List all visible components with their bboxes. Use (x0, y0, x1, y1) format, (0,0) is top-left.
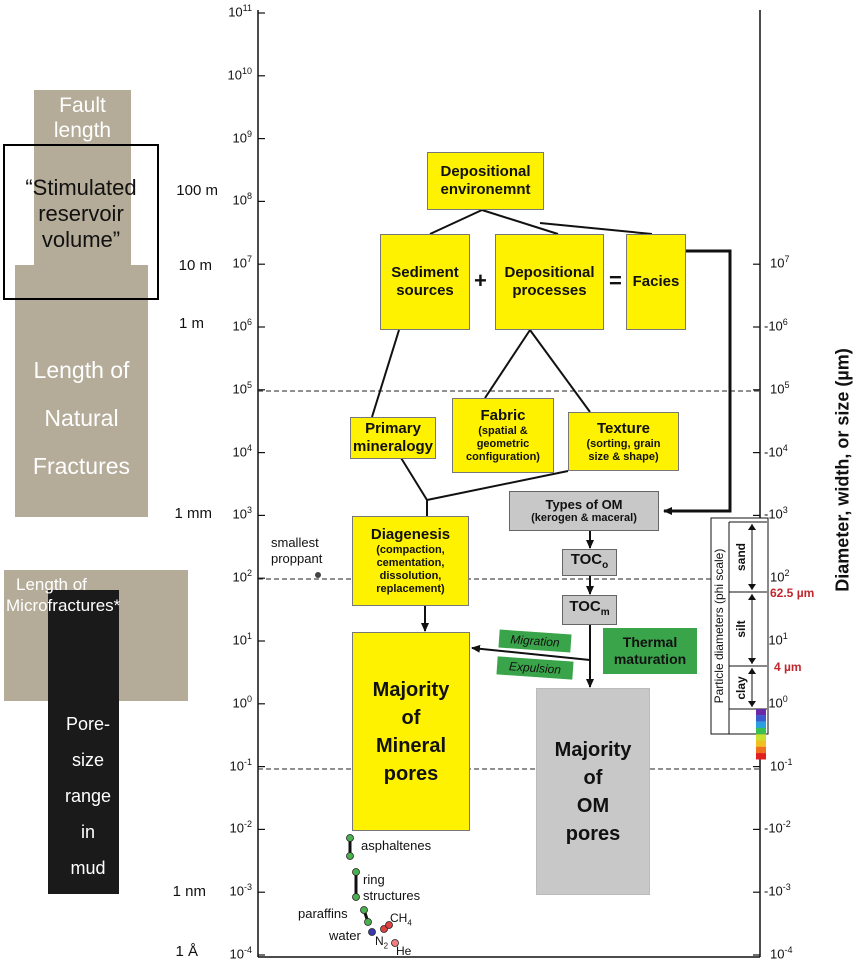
spectrum-swatch (756, 727, 766, 735)
scale-1angstrom: 1 Å (175, 943, 198, 960)
ch4-dot-1 (380, 925, 388, 933)
left-tick-label: 109 (232, 128, 252, 145)
left-tick-label: 100 (232, 693, 252, 711)
right-tick-label: 105 (770, 379, 790, 397)
ch4-dot-2 (385, 921, 393, 929)
proppant-dot (315, 572, 321, 578)
right-axis-label: Diameter, width, or size (µm) (832, 348, 853, 592)
facies-box: Facies (626, 234, 686, 330)
paraffins-label: paraffins (298, 906, 348, 921)
ch4-label: CH4 (390, 911, 412, 928)
toc-m-box: TOCm (562, 595, 617, 625)
scale-1mm: 1 mm (174, 505, 213, 522)
scale-1nm: 1 nm (172, 883, 206, 900)
particle-scale-frame (710, 517, 769, 735)
right-tick-label: -100 (764, 693, 788, 711)
left-tick-label: 105 (232, 379, 252, 397)
spectrum-swatch (756, 721, 766, 728)
types-of-om-box: Types of OM (kerogen & maceral) (509, 491, 659, 531)
left-tick-label: 10-4 (229, 945, 252, 962)
right-tick-label: -101 (764, 631, 788, 648)
left-tick-label: 104 (232, 442, 252, 459)
right-tick-label: 10-1 (770, 756, 793, 773)
n2-label: N2 (375, 934, 389, 951)
right-tick-label: 107 (770, 254, 790, 271)
equals-sign: = (609, 268, 622, 293)
right-tick-label: 10-4 (770, 945, 793, 962)
asphaltene-dot-top (346, 834, 354, 842)
left-tick-label: 1011 (228, 3, 252, 20)
right-tick-label: -104 (764, 442, 788, 459)
he-label: He (396, 944, 412, 958)
boundary-4-label: 4 µm (774, 660, 802, 674)
toc-o-box: TOCo (562, 549, 617, 576)
paraffin-dot-bottom (364, 918, 372, 926)
spectrum-swatch (756, 740, 766, 747)
right-tick-label: -103 (764, 505, 788, 522)
srv-frame (3, 144, 159, 300)
spectrum-swatch (756, 746, 766, 754)
spectrum-swatch (756, 709, 766, 716)
pore-size-bar (48, 590, 119, 894)
left-tick-label: 102 (232, 568, 252, 585)
right-tick-label: 102 (770, 568, 790, 585)
silt-label: silt (734, 620, 748, 638)
he-dot (391, 939, 399, 947)
asphaltene-dot-bottom (346, 852, 354, 860)
asphaltenes-label: asphaltenes (361, 838, 432, 853)
ring-dot-top (352, 868, 360, 876)
left-tick-label: 101 (232, 631, 252, 648)
clay-label: clay (734, 676, 748, 700)
right-tick-label: -10-3 (764, 882, 791, 899)
scale-1m: 1 m (178, 315, 204, 332)
water-label: water (329, 928, 361, 943)
diagenesis-box: Diagenesis (compaction,cementation,disso… (352, 516, 469, 606)
spectrum-swatch (756, 734, 766, 741)
sand-label: sand (734, 542, 748, 572)
left-tick-label: 103 (232, 505, 252, 522)
particle-scale-title: Particle diameters (phi scale) (712, 548, 726, 704)
plus-sign: + (474, 268, 487, 293)
left-tick-label: 10-1 (229, 756, 252, 773)
right-tick-label: -106 (764, 317, 788, 334)
scale-10m: 10 m (178, 257, 212, 274)
water-dot (368, 928, 376, 936)
left-tick-label: 1010 (227, 65, 252, 83)
spectrum-swatch (756, 715, 766, 722)
left-tick-label: 106 (232, 317, 252, 334)
natural-fractures-bar (15, 265, 148, 517)
ring-dot-bottom (352, 893, 360, 901)
scale-100m: 100 m (176, 182, 218, 199)
boundary-62-5-label: 62.5 µm (770, 586, 815, 600)
left-tick-label: 10-3 (229, 882, 252, 899)
paraffin-dot-top (360, 906, 368, 914)
right-tick-label: -10-2 (764, 819, 791, 836)
spectrum-swatch (756, 753, 766, 760)
left-tick-label: 10-2 (229, 819, 252, 836)
left-tick-label: 107 (232, 254, 252, 271)
left-tick-label: 108 (232, 191, 252, 208)
